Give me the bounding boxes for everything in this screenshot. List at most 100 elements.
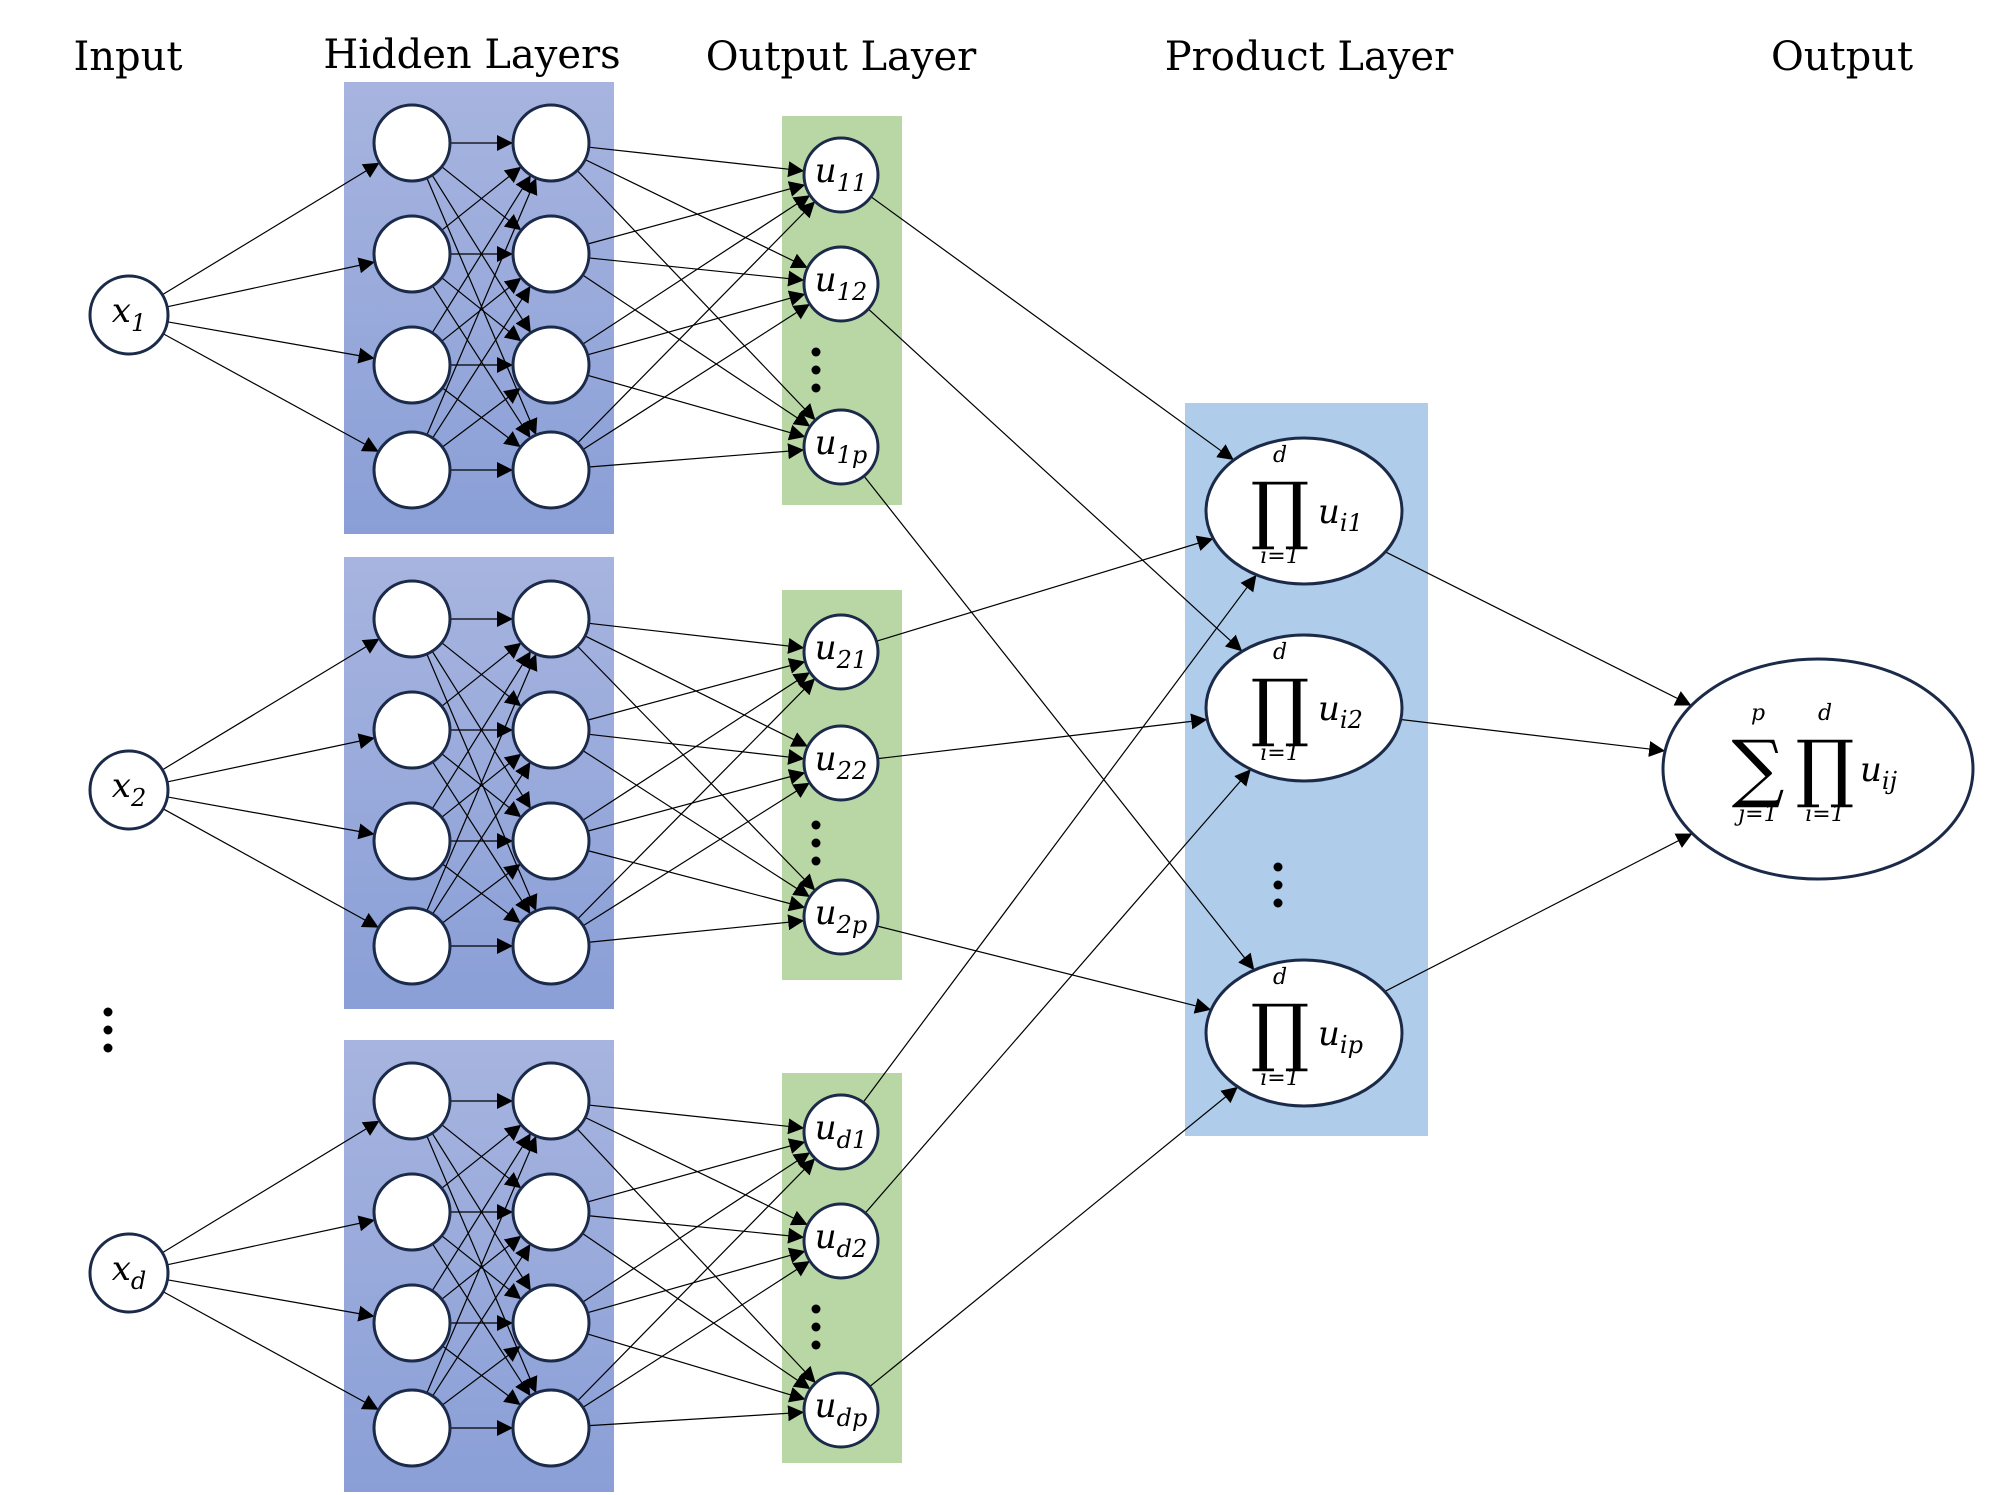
hidden-node-s2-l1-1 xyxy=(372,579,452,659)
edge-input2-h1-4 xyxy=(162,808,380,929)
edge-input3-h1-3 xyxy=(167,1279,375,1322)
edge-input2-h1-2 xyxy=(167,733,375,783)
ellipsis-outputs-3-dot xyxy=(811,1304,821,1314)
edge-s2-h2-3-out-2 xyxy=(587,769,806,832)
edge-s1-h2-3-out-3 xyxy=(587,374,806,441)
edge-s3-h1-3-h2-1 xyxy=(431,1132,532,1292)
ellipsis-outputs-3-glyph: ⋮ xyxy=(815,1325,817,1328)
ellipsis-outputs-2: ⋮ xyxy=(811,820,821,866)
edge-s2-h1-4-h2-1 xyxy=(426,653,538,912)
edge-out-1-3-to-product-3 xyxy=(863,475,1255,971)
edge-s3-h2-3-out-2 xyxy=(587,1247,806,1314)
output-node-1-2 xyxy=(802,245,880,323)
edge-s3-h1-3-h2-2 xyxy=(441,1235,522,1300)
hidden-node-s1-l2-2 xyxy=(511,214,591,294)
output-node-3-2 xyxy=(802,1202,880,1280)
ellipsis-inputs-dot xyxy=(103,1025,113,1035)
edge-s1-h2-1-out-3 xyxy=(576,170,816,421)
ellipsis-products-dot xyxy=(1273,880,1283,890)
product-node-2 xyxy=(1204,633,1404,783)
product-node-3 xyxy=(1204,958,1404,1108)
output-label-2-1: u21 xyxy=(815,628,867,674)
edge-s3-h2-1-out-1 xyxy=(588,1104,805,1135)
hidden-node-s3-l2-1 xyxy=(511,1061,591,1141)
ellipsis-inputs-glyph: ⋮ xyxy=(107,1028,109,1031)
hidden-node-s3-l2-2 xyxy=(511,1172,591,1252)
output-label-1-2: u12 xyxy=(815,260,867,306)
edge-s3-h2-1-out-2 xyxy=(584,1116,808,1226)
product-lower-1: i=1 xyxy=(1260,544,1299,569)
output-node-2-3 xyxy=(802,878,880,956)
product-op-1: ∏ xyxy=(1251,467,1310,553)
output-node-1-1 xyxy=(802,136,880,214)
product-op-2: ∏ xyxy=(1251,664,1310,750)
ellipsis-inputs: ⋮ xyxy=(103,1007,113,1053)
edge-s3-h2-3-out-1 xyxy=(582,1151,811,1303)
final-sum-upper: p xyxy=(1751,701,1765,726)
product-upper-2: d xyxy=(1273,640,1287,665)
edge-s3-h1-4-h2-2 xyxy=(432,1243,531,1397)
ellipsis-inputs-dot xyxy=(103,1043,113,1053)
edge-s3-h2-1-out-3 xyxy=(576,1128,817,1384)
edge-input2-h1-1 xyxy=(162,638,380,771)
input-node-1 xyxy=(88,274,170,356)
hidden-node-s1-l2-1 xyxy=(511,103,591,183)
edge-out-3-2-to-product-2 xyxy=(864,768,1252,1214)
edge-input3-h1-4 xyxy=(162,1291,379,1411)
ellipsis-outputs-1: ⋮ xyxy=(811,347,821,393)
edge-s1-h2-1-out-1 xyxy=(588,146,805,178)
final-sum-op: ∑ xyxy=(1732,725,1785,811)
edge-s2-h1-3-h2-1 xyxy=(431,650,532,810)
hidden-node-s2-l1-3 xyxy=(372,801,452,881)
edge-s1-h2-3-out-1 xyxy=(582,194,811,345)
output-label-2-2: u22 xyxy=(815,739,867,785)
edge-s2-h2-2-out-3 xyxy=(582,750,811,898)
edge-out-2-3-to-product-3 xyxy=(876,925,1212,1014)
edge-s3-h1-2-h2-1 xyxy=(441,1124,522,1189)
final-term: uij xyxy=(1860,750,1898,795)
edge-s1-h1-4-h2-3 xyxy=(441,387,522,448)
edge-s2-h1-4-h2-3 xyxy=(441,863,522,924)
ellipsis-products-glyph: ⋮ xyxy=(1277,883,1279,886)
edge-s2-h2-3-out-3 xyxy=(587,850,806,912)
hidden-node-s2-l1-4 xyxy=(372,906,452,986)
edge-s3-h1-4-h2-3 xyxy=(441,1345,522,1406)
hidden-node-s1-l1-4 xyxy=(372,430,452,510)
edge-product-1-to-output xyxy=(1385,551,1692,707)
edge-out-2-2-to-product-2 xyxy=(877,713,1208,760)
edge-s3-h2-4-out-2 xyxy=(582,1260,811,1408)
edge-s1-h1-4-h2-2 xyxy=(432,285,531,439)
hidden-node-s3-l2-4 xyxy=(511,1388,591,1468)
ellipsis-inputs-dot xyxy=(103,1007,113,1017)
node-labels: x1x2xdu11u12u1pu21u22u2pud1ud2udp∏di=1ui… xyxy=(103,151,1898,1432)
edge-s2-h2-4-out-2 xyxy=(582,782,811,927)
product-term-2: ui2 xyxy=(1318,689,1363,734)
ellipsis-outputs-3-dot xyxy=(811,1322,821,1332)
edge-s1-h1-2-h2-1 xyxy=(441,166,522,231)
ellipsis-outputs-3-dot xyxy=(811,1340,821,1350)
edge-input1-h1-2 xyxy=(166,257,375,308)
hidden-node-s2-l2-4 xyxy=(511,906,591,986)
output-label-3-3: udp xyxy=(815,1386,868,1432)
header-output: Output xyxy=(1771,34,1913,80)
edge-out-1-1-to-product-1 xyxy=(870,196,1235,461)
edge-s2-h2-4-out-1 xyxy=(577,677,816,920)
product-node-1 xyxy=(1204,436,1404,586)
edge-input1-h1-4 xyxy=(162,333,379,453)
hidden-node-s3-l1-1 xyxy=(372,1061,452,1141)
ellipsis-outputs-1-glyph: ⋮ xyxy=(815,368,817,371)
product-term-1: ui1 xyxy=(1318,492,1363,537)
edge-s1-h2-4-out-3 xyxy=(588,443,805,468)
edge-s1-h2-4-out-2 xyxy=(582,303,811,450)
edge-s1-h1-3-h2-1 xyxy=(431,174,532,334)
header-input: Input xyxy=(73,34,182,80)
edge-product-3-to-output xyxy=(1384,832,1693,993)
final-prod-op: ∏ xyxy=(1796,725,1855,811)
product-lower-2: i=1 xyxy=(1260,741,1299,766)
output-node-3-1 xyxy=(802,1093,880,1171)
output-label-1-1: u11 xyxy=(815,151,867,197)
output-label-2-3: u2p xyxy=(815,893,868,939)
edge-s2-h2-4-out-3 xyxy=(588,914,805,943)
network-nodes xyxy=(88,103,1975,1468)
